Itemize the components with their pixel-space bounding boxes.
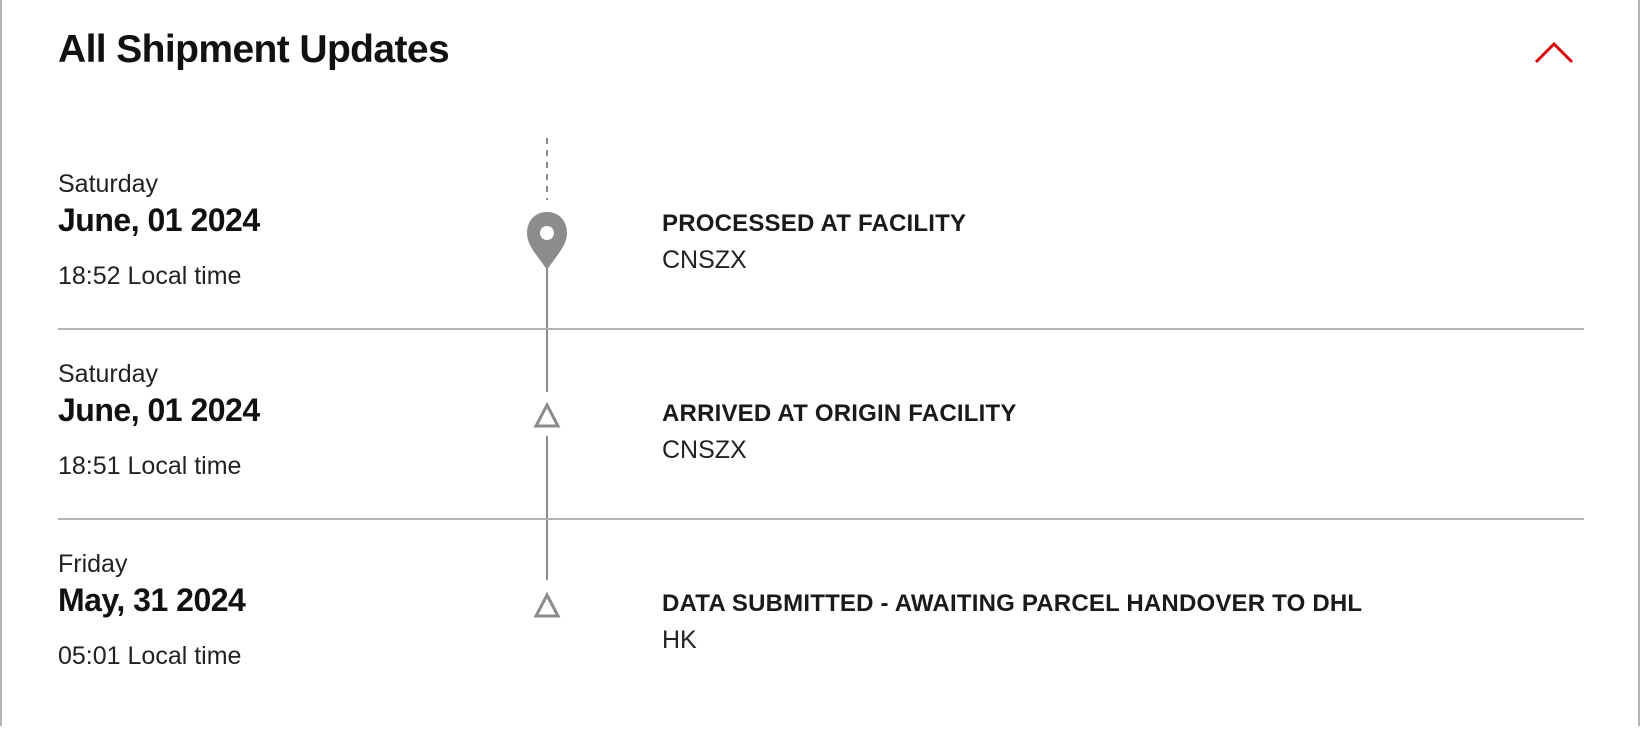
event-time: 05:01 Local time bbox=[58, 642, 242, 670]
chevron-up-icon bbox=[1534, 41, 1574, 64]
collapse-toggle-button[interactable] bbox=[1530, 34, 1578, 74]
event-date: May, 31 2024 bbox=[58, 582, 246, 618]
timeline-event: Saturday June, 01 2024 18:51 Local time … bbox=[2, 360, 1640, 550]
event-time: 18:51 Local time bbox=[58, 452, 242, 480]
timeline-event: Saturday June, 01 2024 18:52 Local time … bbox=[2, 170, 1640, 360]
event-location: CNSZX bbox=[662, 436, 747, 464]
event-day: Friday bbox=[58, 550, 128, 578]
event-date: June, 01 2024 bbox=[58, 392, 260, 428]
event-status: ARRIVED AT ORIGIN FACILITY bbox=[662, 400, 1017, 427]
timeline-event: Friday May, 31 2024 05:01 Local time DAT… bbox=[2, 550, 1640, 740]
panel-title: All Shipment Updates bbox=[58, 28, 450, 71]
event-day: Saturday bbox=[58, 360, 159, 388]
event-day: Saturday bbox=[58, 170, 159, 198]
event-status: DATA SUBMITTED - AWAITING PARCEL HANDOVE… bbox=[662, 590, 1363, 617]
event-location: CNSZX bbox=[662, 246, 747, 274]
event-location: HK bbox=[662, 626, 697, 654]
event-status: PROCESSED AT FACILITY bbox=[662, 210, 967, 237]
event-date: June, 01 2024 bbox=[58, 202, 260, 238]
event-time: 18:52 Local time bbox=[58, 262, 242, 290]
